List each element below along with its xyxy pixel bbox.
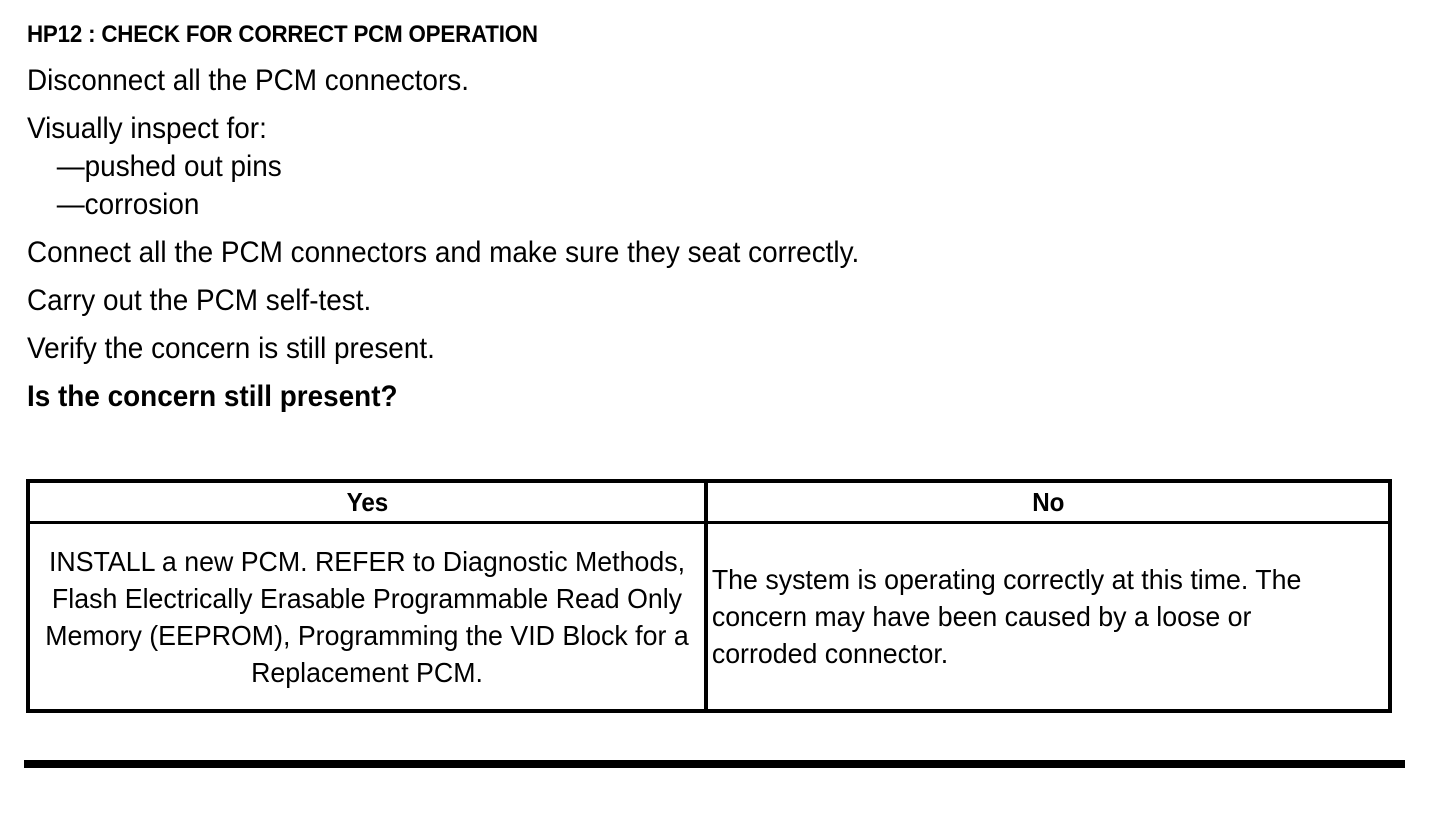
no-action-text: The system is operating correctly at thi… <box>711 564 1302 669</box>
section-divider-rule <box>24 760 1405 768</box>
decision-question: Is the concern still present? <box>27 380 398 413</box>
table-header-cell-no: No <box>708 483 1388 521</box>
procedure-step: Visually inspect for: <box>27 112 267 145</box>
page-title: HP12 : CHECK FOR CORRECT PCM OPERATION <box>27 21 538 48</box>
table-cell-yes-action: INSTALL a new PCM. REFER to Diagnostic M… <box>30 524 708 709</box>
table-header-row: Yes No <box>30 483 1388 524</box>
procedure-step: Carry out the PCM self-test. <box>27 284 372 317</box>
procedure-step: Disconnect all the PCM connectors. <box>27 64 469 97</box>
decision-table: Yes No INSTALL a new PCM. REFER to Diagn… <box>26 479 1392 713</box>
procedure-step: Connect all the PCM connectors and make … <box>27 236 860 269</box>
procedure-steps: Disconnect all the PCM connectors. Visua… <box>27 66 1407 430</box>
procedure-step: Verify the concern is still present. <box>27 332 435 365</box>
procedure-bullet: —pushed out pins <box>56 150 282 183</box>
column-header-label: Yes <box>346 487 388 517</box>
table-header-cell-yes: Yes <box>30 483 708 521</box>
table-cell-no-action: The system is operating correctly at thi… <box>708 524 1388 709</box>
procedure-bullet: —corrosion <box>56 188 200 221</box>
yes-action-text: INSTALL a new PCM. REFER to Diagnostic M… <box>45 545 689 688</box>
column-header-label: No <box>1031 487 1065 517</box>
table-row: INSTALL a new PCM. REFER to Diagnostic M… <box>30 524 1388 709</box>
